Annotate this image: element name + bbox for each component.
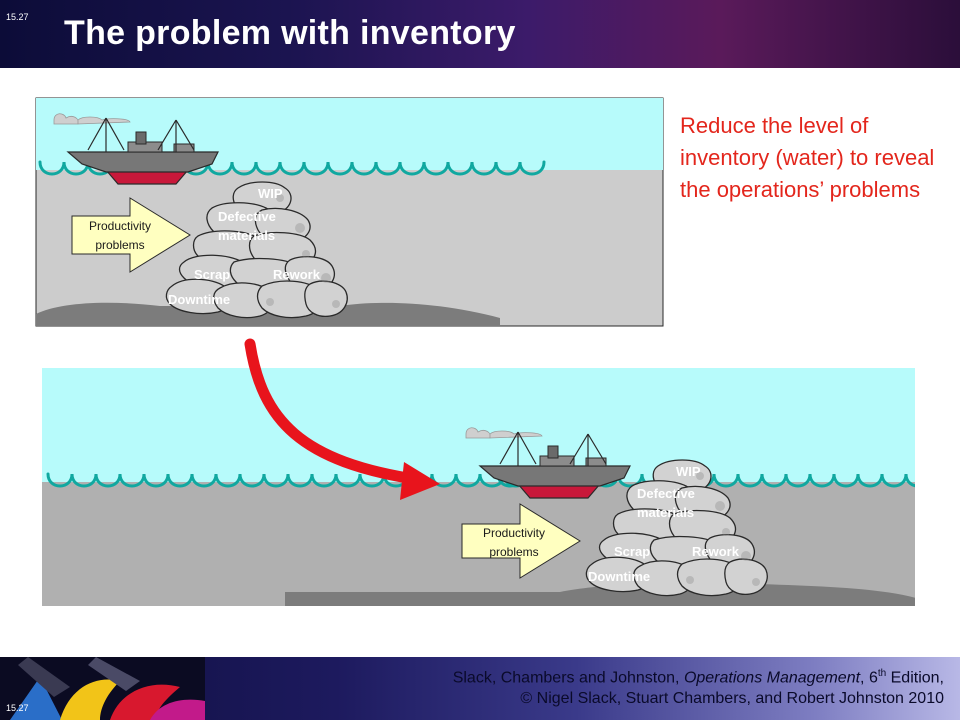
reduce-inventory-arrow bbox=[244, 338, 440, 500]
productivity-problems-arrow bbox=[71, 197, 191, 273]
rock-label-wip: WIP bbox=[258, 186, 283, 201]
footer-slide-number: 15.27 bbox=[6, 703, 29, 713]
rock-label-defective: Defective bbox=[637, 486, 695, 501]
rock-label-scrap: Scrap bbox=[194, 267, 230, 282]
rock-label-rework: Rework bbox=[692, 544, 740, 559]
citation-superscript: th bbox=[877, 668, 887, 679]
citation-edition-word: Edition, bbox=[886, 669, 944, 687]
rock-label-materials: materials bbox=[218, 228, 275, 243]
caption-text: Reduce the level of inventory (water) to… bbox=[680, 113, 935, 202]
problems-label: problems bbox=[489, 545, 538, 559]
productivity-problems-arrow bbox=[461, 503, 581, 579]
citation: Slack, Chambers and Johnston, Operations… bbox=[453, 663, 944, 709]
citation-line-1: Slack, Chambers and Johnston, Operations… bbox=[453, 663, 944, 688]
problems-label: problems bbox=[95, 238, 144, 252]
title-bar: 15.27 The problem with inventory bbox=[0, 0, 960, 68]
water-level-low bbox=[42, 368, 915, 482]
rock-label-downtime: Downtime bbox=[168, 292, 230, 307]
low-inventory-panel: Productivity problems WIP Defective mate… bbox=[42, 368, 915, 606]
rock-label-downtime: Downtime bbox=[588, 569, 650, 584]
slide-number: 15.27 bbox=[6, 12, 29, 22]
citation-edition: , 6 bbox=[860, 669, 878, 687]
paint-cans-image bbox=[0, 657, 205, 720]
seabed bbox=[36, 302, 500, 326]
rock-label-defective: Defective bbox=[218, 209, 276, 224]
citation-line-2: © Nigel Slack, Stuart Chambers, and Robe… bbox=[520, 690, 944, 708]
productivity-label: Productivity bbox=[89, 219, 151, 233]
rock-label-rework: Rework bbox=[273, 267, 321, 282]
citation-book-title: Operations Management bbox=[683, 669, 861, 687]
rock-label-scrap: Scrap bbox=[614, 544, 650, 559]
citation-authors: Slack, Chambers and Johnston, bbox=[452, 669, 684, 687]
rock-label-materials: materials bbox=[637, 505, 694, 520]
high-inventory-panel: Productivity problems WIP Defective mate… bbox=[35, 97, 664, 327]
productivity-label: Productivity bbox=[483, 526, 545, 540]
footer-bar: 15.27 Slack, Chambers and Johnston, Oper… bbox=[0, 657, 960, 720]
slide-title: The problem with inventory bbox=[64, 14, 516, 52]
rock-label-wip: WIP bbox=[676, 464, 701, 479]
